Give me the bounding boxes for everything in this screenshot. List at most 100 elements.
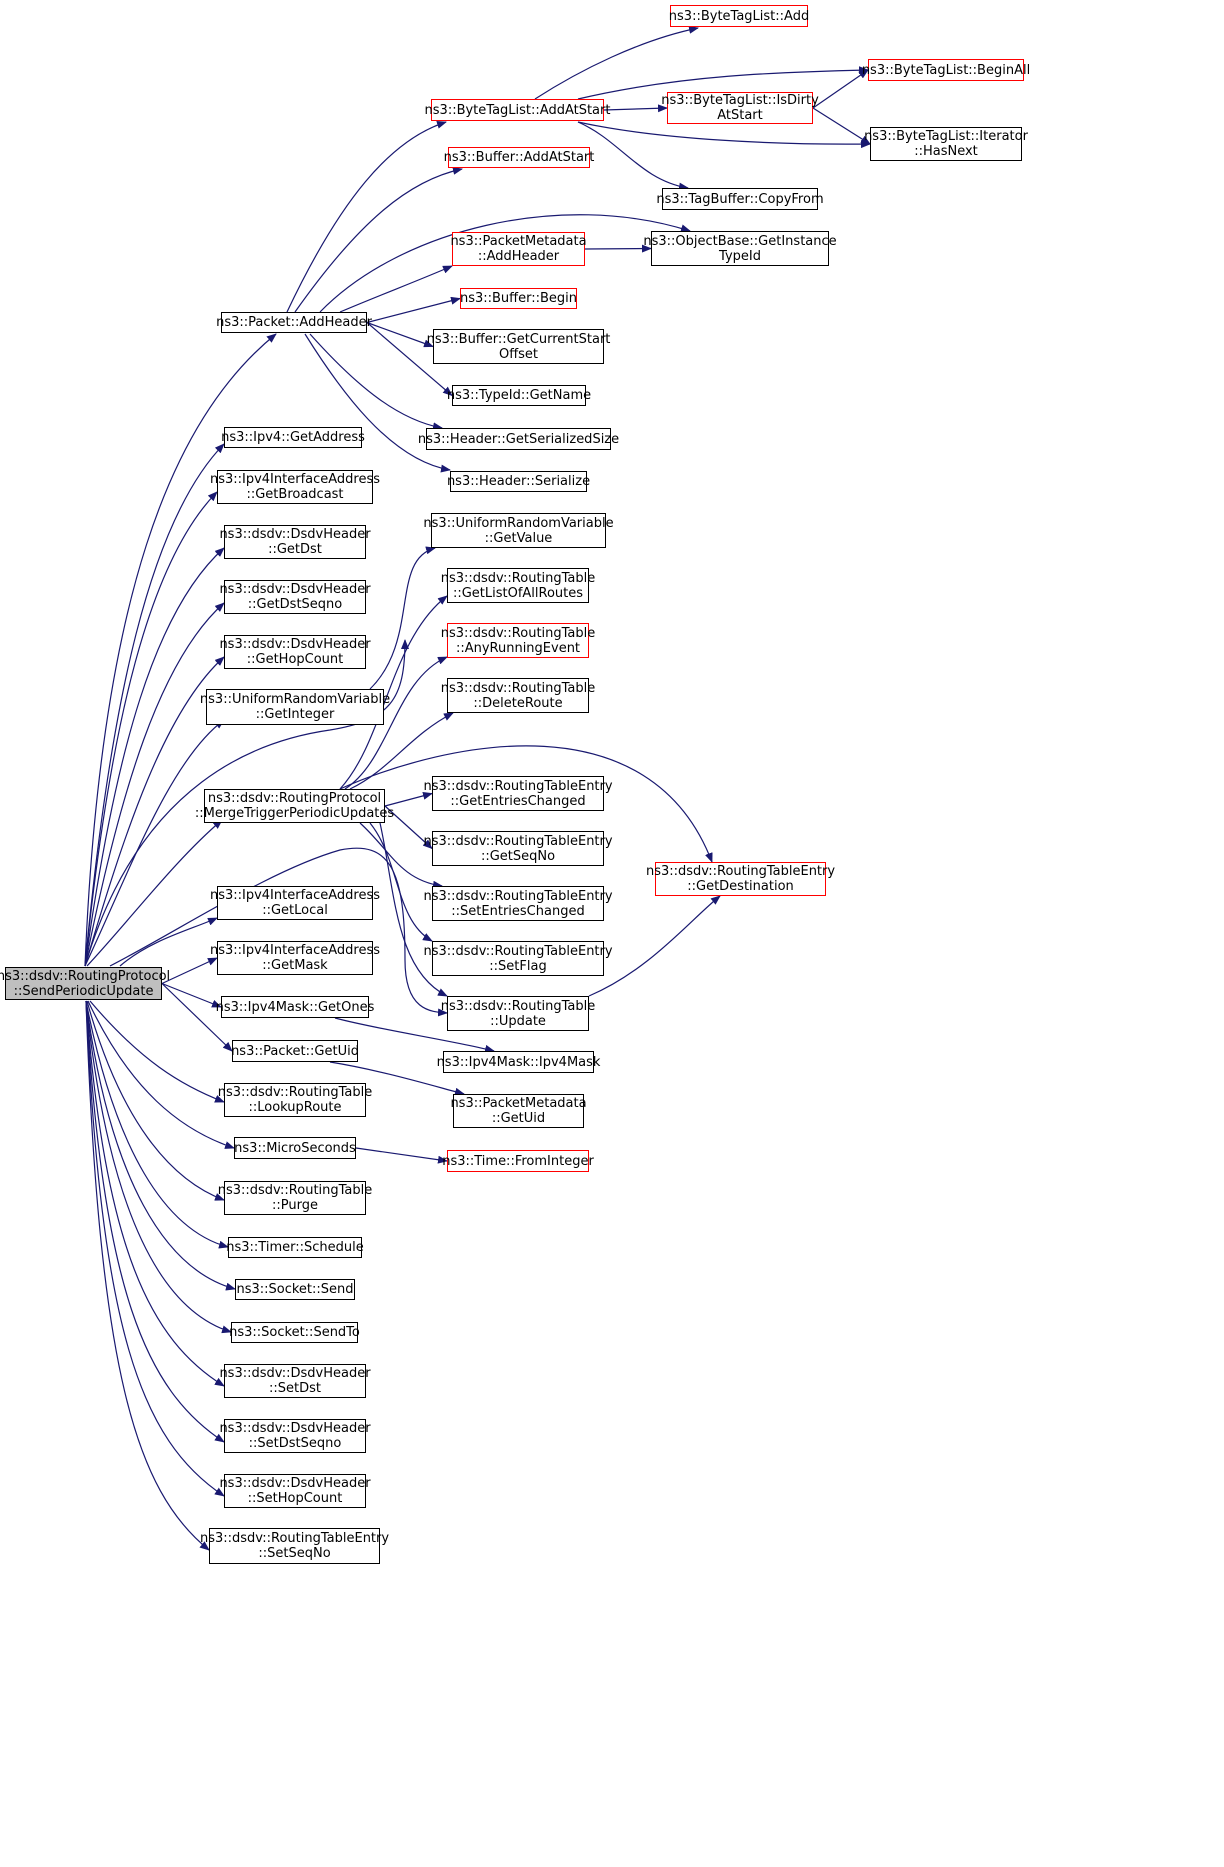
node-type-id-get-name[interactable]: ns3::TypeId::GetName [447,385,591,406]
node-ipv4-interface-address-get-mask[interactable]: ns3::Ipv4InterfaceAddress ::GetMask [209,941,381,975]
edge-pkt_addheader-to-pm_addheader [339,265,453,313]
node-dsdv-header-set-dst-seqno[interactable]: ns3::dsdv::DsdvHeader ::SetDstSeqno [219,1419,371,1453]
node-routing-protocol-merge-trigger-periodic-updates[interactable]: ns3::dsdv::RoutingProtocol ::MergeTrigge… [194,789,395,823]
edge-root-to-rt_update [109,847,448,1017]
edge-rp_merge-to-rte_getseqno [384,805,433,850]
edge-rp_merge-to-rt_anyrunningevent [344,656,448,790]
node-routing-table-delete-route[interactable]: ns3::dsdv::RoutingTable ::DeleteRoute [441,678,595,713]
edge-root-to-dsdvh_setdst [85,1000,225,1387]
node-routing-table-get-list-of-all-routes[interactable]: ns3::dsdv::RoutingTable ::GetListOfAllRo… [441,568,595,603]
edge-pkt_addheader-to-buf_begin [366,296,461,324]
edge-root-to-socket_send [85,1000,236,1291]
edge-btl_addatstart-to-btl_beginall [577,66,869,100]
edge-root-to-urv_getinteger [84,719,225,967]
node-ipv4-mask-constructor[interactable]: ns3::Ipv4Mask::Ipv4Mask [437,1051,600,1073]
node-buffer-begin[interactable]: ns3::Buffer::Begin [460,288,577,309]
edge-pkt_addheader-to-typeid_getname [366,322,453,397]
node-buffer-add-at-start[interactable]: ns3::Buffer::AddAtStart [444,147,594,168]
node-routing-table-any-running-event[interactable]: ns3::dsdv::RoutingTable ::AnyRunningEven… [441,623,595,658]
edge-rt_update-to-rte_getdestination [588,895,721,997]
edge-root-to-microseconds [87,1000,235,1149]
node-dsdv-header-set-hop-count[interactable]: ns3::dsdv::DsdvHeader ::SetHopCount [219,1474,371,1508]
node-dsdv-header-set-dst[interactable]: ns3::dsdv::DsdvHeader ::SetDst [219,1364,371,1398]
edge-root-to-ifaddr_getlocal [119,917,218,967]
node-routing-table-entry-set-flag[interactable]: ns3::dsdv::RoutingTableEntry ::SetFlag [423,941,613,976]
node-tag-buffer-copy-from[interactable]: ns3::TagBuffer::CopyFrom [656,188,824,210]
edge-btl_addatstart-to-btl_iter_hasnext [577,121,871,149]
node-root-send-periodic-update: ns3::dsdv::RoutingProtocol ::SendPeriodi… [0,967,171,1000]
node-routing-table-entry-set-entries-changed[interactable]: ns3::dsdv::RoutingTableEntry ::SetEntrie… [423,886,613,921]
edge-root-to-ifaddr_getmask [161,957,218,985]
node-routing-table-lookup-route[interactable]: ns3::dsdv::RoutingTable ::LookupRoute [217,1083,373,1117]
node-buffer-get-current-start-offset[interactable]: ns3::Buffer::GetCurrentStart Offset [427,329,610,364]
node-socket-send-to[interactable]: ns3::Socket::SendTo [229,1322,360,1343]
edge-root-to-timer_schedule [85,1000,229,1249]
node-uniform-random-variable-get-integer[interactable]: ns3::UniformRandomVariable ::GetInteger [200,689,390,725]
node-routing-table-entry-set-seqno[interactable]: ns3::dsdv::RoutingTableEntry ::SetSeqNo [200,1528,389,1564]
node-dsdv-header-get-dst[interactable]: ns3::dsdv::DsdvHeader ::GetDst [219,525,371,559]
node-timer-schedule[interactable]: ns3::Timer::Schedule [226,1237,364,1258]
edge-pkt_addheader-to-btl_addatstart [286,120,447,313]
edge-root-to-socket_sendto [85,1000,232,1334]
node-ipv4-interface-address-get-broadcast[interactable]: ns3::Ipv4InterfaceAddress ::GetBroadcast [209,470,381,504]
edge-root-to-dsdvh_sethopcount [85,1000,225,1497]
node-uniform-random-variable-get-value[interactable]: ns3::UniformRandomVariable ::GetValue [423,513,614,548]
edge-root-to-pkt_addheader [84,333,277,967]
node-header-serialize[interactable]: ns3::Header::Serialize [447,471,590,492]
edge-pkt_getuid-to-pm_getuid [329,1061,465,1096]
edge-rp_merge-to-rt_update [379,822,448,997]
node-byte-tag-list-iterator-has-next[interactable]: ns3::ByteTagList::Iterator ::HasNext [864,127,1028,161]
edge-btl_isdirtyatstart-to-btl_iter_hasnext [812,107,871,145]
edge-root-to-pkt_getuid [161,983,233,1052]
edge-root-to-mask_getones [161,982,222,1008]
edge-pkt_addheader-to-hdr_getserializedsize [309,333,443,431]
edge-pkt_addheader-to-buf_addatstart [294,166,463,313]
edge-root-to-rp_merge [86,819,223,967]
node-packet-metadata-get-uid[interactable]: ns3::PacketMetadata ::GetUid [450,1094,587,1128]
node-packet-add-header[interactable]: ns3::Packet::AddHeader [216,312,372,333]
node-socket-send[interactable]: ns3::Socket::Send [235,1279,355,1300]
node-routing-table-purge[interactable]: ns3::dsdv::RoutingTable ::Purge [217,1181,373,1215]
edge-mask_getones-to-mask_ipv4mask [334,1017,495,1053]
edge-btl_addatstart-to-btl_add [534,25,699,100]
edge-btl_addatstart-to-btl_isdirtyatstart [603,104,668,113]
edge-microseconds-to-time_frominteger [355,1147,448,1164]
edge-root-to-ipv4_getaddress [84,443,225,967]
node-ipv4-interface-address-get-local[interactable]: ns3::Ipv4InterfaceAddress ::GetLocal [209,886,381,920]
edge-pkt_addheader-to-hdr_serialize [304,333,451,473]
node-object-base-get-instance-type-id[interactable]: ns3::ObjectBase::GetInstance TypeId [643,231,837,266]
edge-rp_merge-to-rte_setentrieschanged [359,822,443,889]
node-routing-table-entry-get-destination[interactable]: ns3::dsdv::RoutingTableEntry ::GetDestin… [645,862,836,896]
edge-rp_merge-to-rte_setflag [369,822,433,942]
node-dsdv-header-get-hop-count[interactable]: ns3::dsdv::DsdvHeader ::GetHopCount [219,635,371,669]
node-routing-table-update[interactable]: ns3::dsdv::RoutingTable ::Update [441,996,595,1031]
node-byte-tag-list-add[interactable]: ns3::ByteTagList::Add [669,5,809,27]
edge-root-to-rte_setseqno [85,1000,210,1551]
node-packet-metadata-add-header[interactable]: ns3::PacketMetadata ::AddHeader [450,232,587,266]
node-time-from-integer[interactable]: ns3::Time::FromInteger [442,1150,594,1172]
node-ipv4-mask-get-ones[interactable]: ns3::Ipv4Mask::GetOnes [216,996,374,1018]
edge-root-to-dsdvh_getdst [84,547,225,967]
edge-btl_isdirtyatstart-to-btl_beginall [812,69,869,109]
node-micro-seconds[interactable]: ns3::MicroSeconds [234,1137,356,1159]
node-header-get-serialized-size[interactable]: ns3::Header::GetSerializedSize [418,428,619,450]
edge-rp_merge-to-rt_deleteroute [349,712,454,790]
node-ipv4-get-address[interactable]: ns3::Ipv4::GetAddress [221,427,365,448]
node-packet-get-uid[interactable]: ns3::Packet::GetUid [231,1040,359,1062]
node-dsdv-header-get-dst-seqno[interactable]: ns3::dsdv::DsdvHeader ::GetDstSeqno [219,580,371,614]
edge-rp_merge-to-rte_getdestination [339,745,713,863]
edge-rp_merge-to-rt_getlistofallroutes [339,595,448,790]
edge-btl_addatstart-to-tagbuffer_copyfrom [577,121,689,191]
node-byte-tag-list-begin-all[interactable]: ns3::ByteTagList::BeginAll [862,59,1030,81]
edge-pm_addheader-to-objbase_getinstancetypeid [584,244,652,253]
node-routing-table-entry-get-entries-changed[interactable]: ns3::dsdv::RoutingTableEntry ::GetEntrie… [423,776,613,811]
node-routing-table-entry-get-seqno[interactable]: ns3::dsdv::RoutingTableEntry ::GetSeqNo [423,831,613,866]
edge-root-to-rt_purge [86,1000,225,1201]
node-byte-tag-list-is-dirty-at-start[interactable]: ns3::ByteTagList::IsDirty AtStart [661,92,819,124]
edge-root-to-rt_lookuproute [89,1000,225,1103]
edge-urv_getinteger-to-urv_getvalue [369,546,436,690]
node-byte-tag-list-add-at-start[interactable]: ns3::ByteTagList::AddAtStart [425,99,610,121]
edge-root-to-ifaddr_getbroadcast [84,491,218,967]
edge-root-to-dsdvh_getdstseqno [84,602,225,967]
